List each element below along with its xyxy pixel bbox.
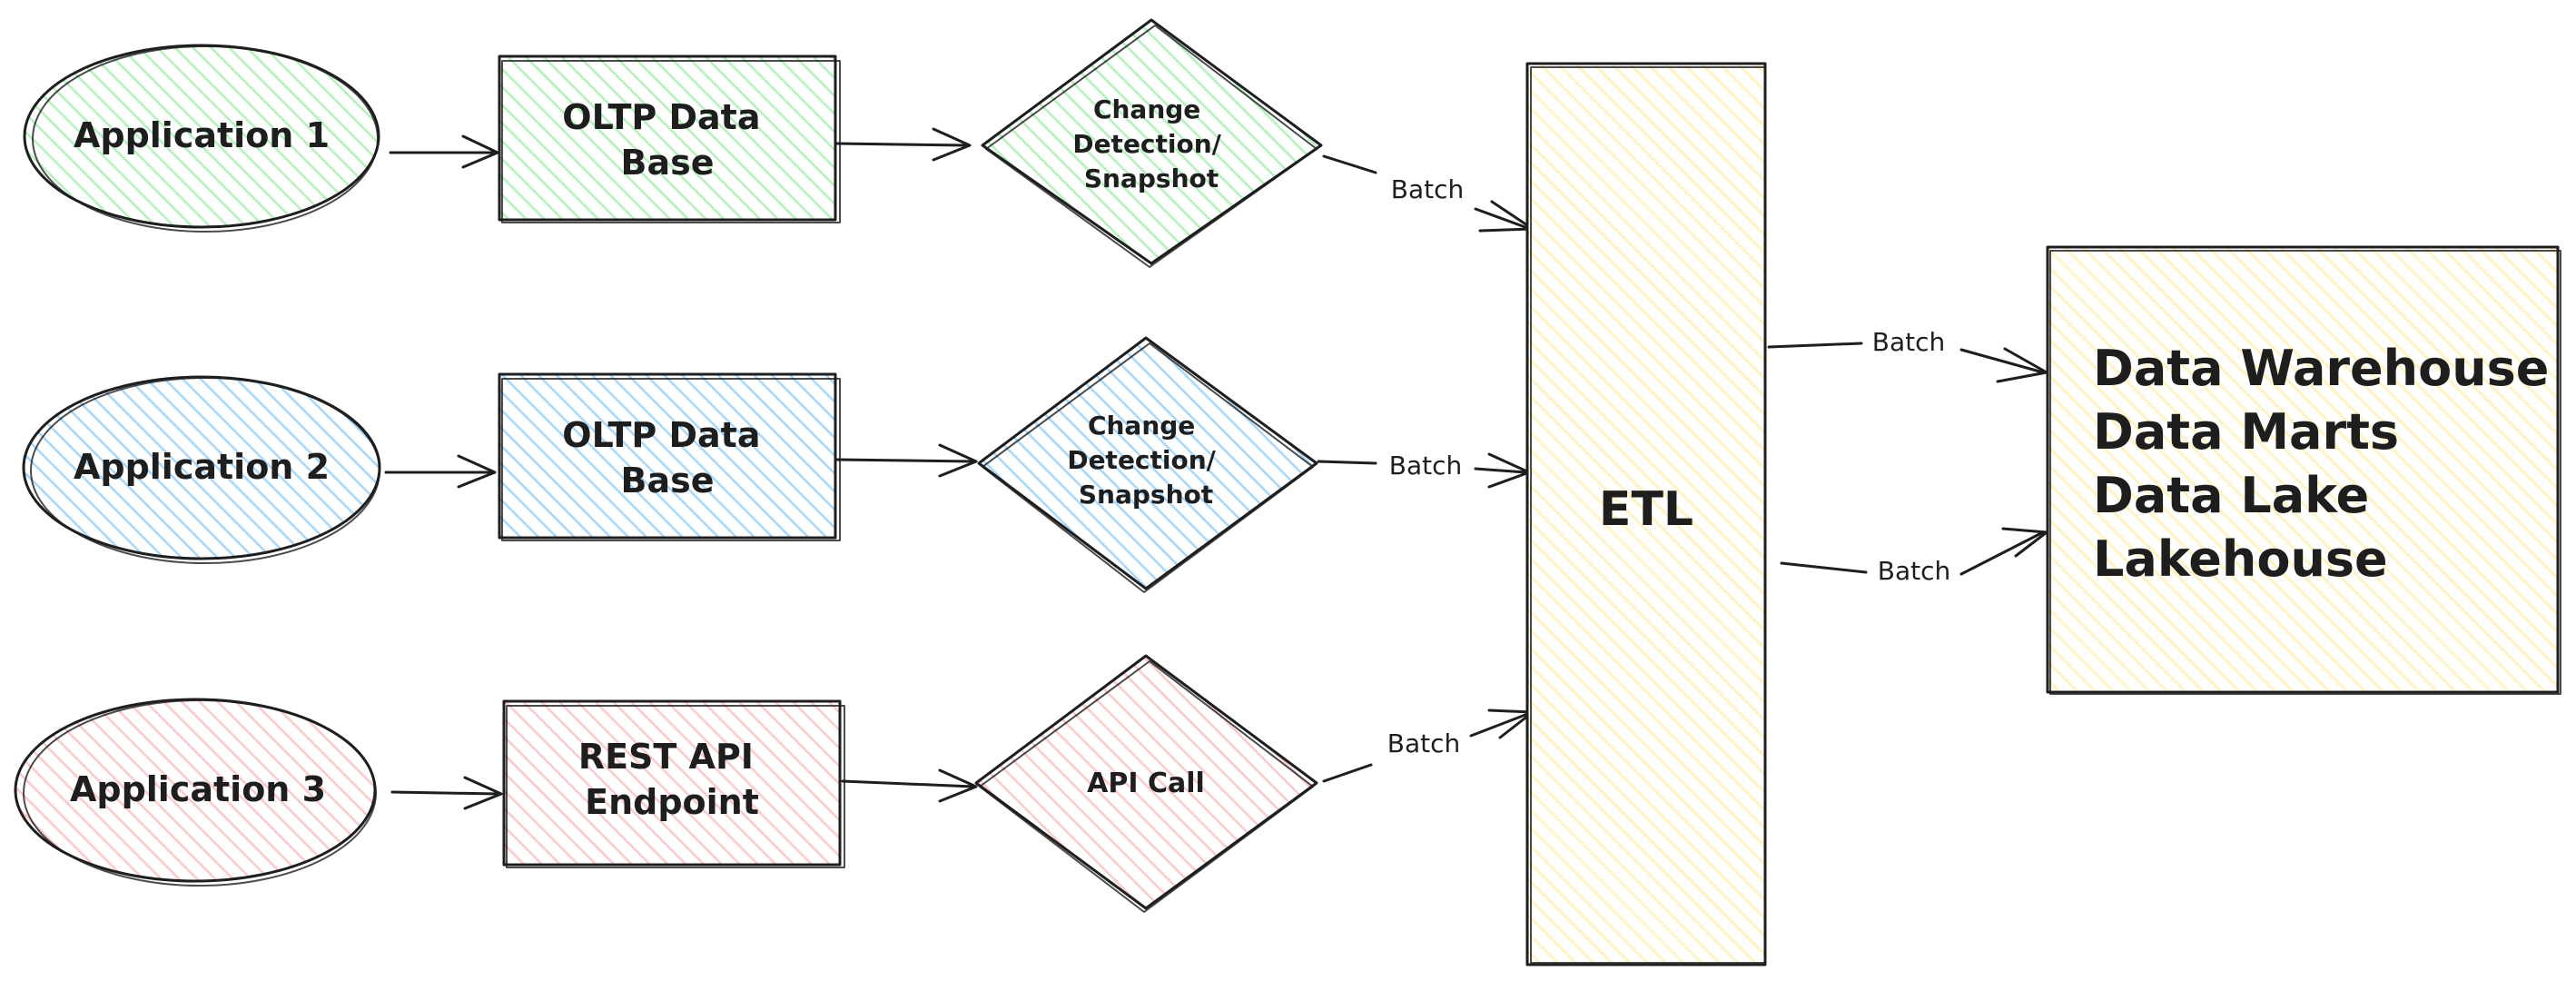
target-line-data-lake: Data Lake — [2093, 467, 2369, 524]
svg-text:Change Detection/: Change Detection/ Snapshot — [1072, 94, 1229, 193]
application-2-label: Application 2 — [74, 447, 330, 487]
arrow-store3-to-extract3 — [841, 768, 978, 803]
arrow-app2-to-store2 — [384, 454, 497, 489]
extract-2-label-line-2: Detection/ — [1067, 445, 1216, 475]
arrow-app3-to-store3 — [390, 776, 503, 810]
extract-1-label-line-2: Detection/ — [1072, 129, 1221, 159]
application-1-node[interactable]: Application 1 — [23, 44, 380, 233]
arrow-store2-to-extract2 — [835, 443, 978, 478]
store-2-label-line-1: OLTP Data — [562, 415, 760, 455]
store-3-label-line-2: Endpoint — [585, 782, 759, 822]
target-storage-node[interactable]: Data Warehouse Data Marts Data Lake Lake… — [2046, 245, 2566, 695]
store-1-node[interactable]: OLTP Data Base — [498, 54, 841, 223]
store-2-label-line-2: Base — [621, 461, 715, 500]
etl-node[interactable]: ETL — [1525, 62, 1767, 966]
edge-label-row-2: Batch — [1389, 451, 1463, 481]
row-3: Application 3 REST API Endpoint API Call… — [14, 654, 1535, 913]
arrow-store1-to-extract1 — [835, 127, 972, 162]
application-2-node[interactable]: Application 2 — [22, 375, 381, 564]
svg-text:OLTP Data Base: OLTP Data Base — [562, 97, 772, 183]
extract-1-node[interactable]: Change Detection/ Snapshot — [981, 18, 1323, 268]
etl-label: ETL — [1599, 482, 1693, 537]
extract-1-label-line-3: Snapshot — [1084, 164, 1219, 193]
svg-text:Data Warehouse Data Mart: Data Warehouse Data Marts Data Lake Lake… — [2093, 340, 2566, 588]
svg-text:Change Detection/: Change Detection/ Snapshot — [1067, 411, 1224, 510]
store-1-label-line-2: Base — [621, 143, 715, 183]
target-line-lakehouse: Lakehouse — [2093, 530, 2388, 588]
store-2-node[interactable]: OLTP Data Base — [498, 372, 841, 541]
extract-3-label: API Call — [1087, 768, 1205, 799]
row-2: Application 2 OLTP Data Base Change Dete… — [22, 336, 1531, 593]
extract-2-node[interactable]: Change Detection/ Snapshot — [977, 336, 1318, 593]
extract-3-node[interactable]: API Call — [974, 654, 1318, 913]
application-3-node[interactable]: Application 3 — [14, 698, 377, 887]
arrow-app1-to-store1 — [389, 134, 499, 169]
svg-text:REST API Endpoint: REST API Endpoint — [578, 737, 765, 822]
edge-label-row-1: Batch — [1391, 174, 1465, 204]
etl-to-target-edges: Batch Batch — [1767, 327, 2048, 586]
target-line-data-marts: Data Marts — [2093, 403, 2399, 461]
extract-2-label-line-3: Snapshot — [1079, 480, 1213, 510]
store-1-label-line-1: OLTP Data — [562, 97, 760, 137]
edge-label-etl-target-lower: Batch — [1878, 556, 1951, 586]
row-1: Application 1 OLTP Data Base Change Dete… — [23, 18, 1535, 268]
svg-text:OLTP Data Base: OLTP Data Base — [562, 415, 772, 500]
store-3-label-line-1: REST API — [578, 737, 754, 777]
application-3-label: Application 3 — [70, 769, 326, 809]
application-1-label: Application 1 — [74, 115, 330, 155]
extract-2-label-line-1: Change — [1088, 411, 1195, 441]
target-line-data-warehouse: Data Warehouse — [2093, 340, 2549, 397]
extract-1-label-line-1: Change — [1093, 94, 1200, 124]
store-3-node[interactable]: REST API Endpoint — [502, 699, 845, 868]
edge-label-row-3: Batch — [1387, 728, 1461, 758]
edge-label-etl-target-upper: Batch — [1872, 327, 1946, 357]
